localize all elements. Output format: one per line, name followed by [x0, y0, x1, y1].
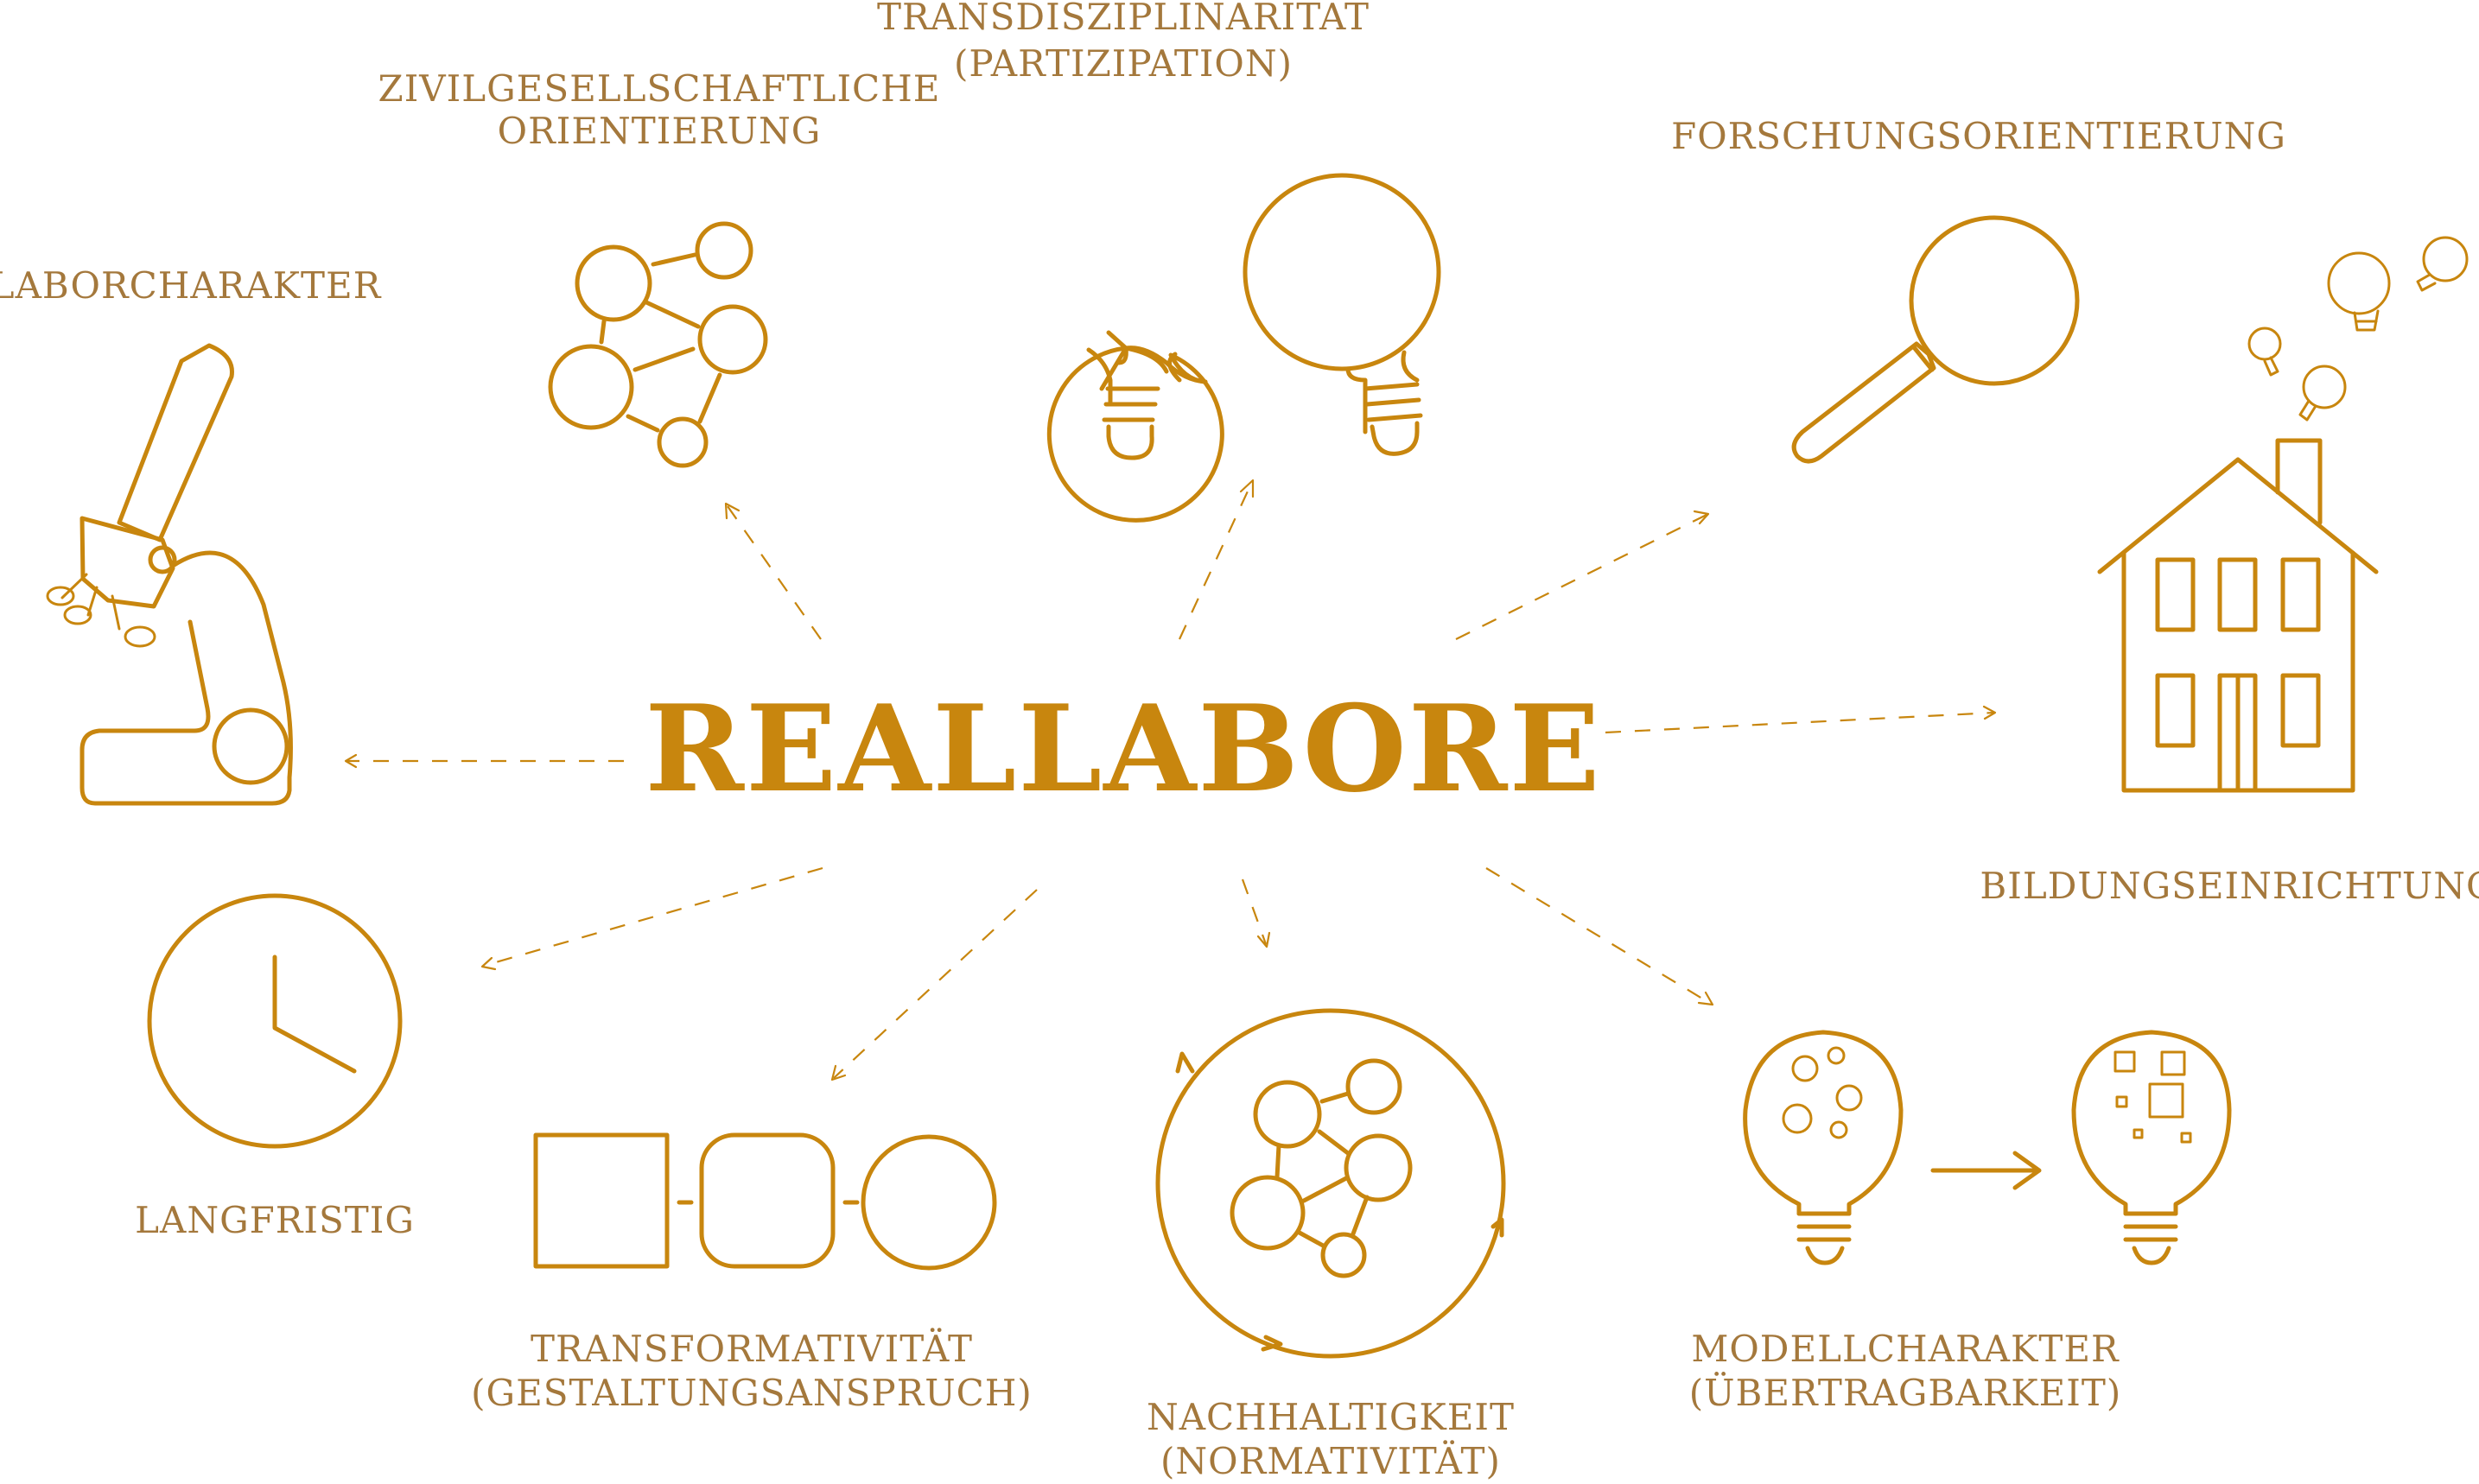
- network-icon: [548, 221, 768, 468]
- overlapping-lightbulbs-icon: [1046, 173, 1441, 523]
- label-zivil-line1: ZIVILGESELLSCHAFTLICHE: [378, 67, 941, 110]
- clock-icon: [147, 893, 403, 1149]
- label-zivil-line2: ORIENTIERUNG: [498, 110, 822, 152]
- label-modell-line1: MODELLCHARAKTER: [1691, 1328, 2120, 1370]
- shape-transformation-icon: [533, 1132, 997, 1271]
- arrow-to-langfristig: [480, 866, 823, 971]
- arrow-to-nachhaltig: [1241, 878, 1271, 948]
- label-transformativ-line1: TRANSFORMATIVITÄT: [531, 1327, 973, 1370]
- label-trans-line2: (PARTIZIPATION): [954, 42, 1293, 85]
- bulb-bases: [1086, 347, 1423, 460]
- arrow-to-transformativ: [830, 889, 1038, 1081]
- arrow-to-zivil: [724, 502, 822, 640]
- center-title: REALLABORE: [645, 678, 1601, 819]
- arrow-to-trans: [1179, 479, 1255, 640]
- house-icon: [2097, 438, 2379, 793]
- label-laborcharakter: LABORCHARAKTER: [0, 264, 382, 307]
- microscope-icon: [46, 343, 293, 806]
- magnifier-icon: [1791, 215, 2080, 464]
- label-nachhaltig-line2: (NORMATIVITÄT): [1160, 1439, 1501, 1482]
- small-lightbulbs-icon: [2247, 236, 2469, 422]
- label-modell-line2: (ÜBERTRAGBARKEIT): [1689, 1371, 2122, 1414]
- label-forschung: FORSCHUNGSORIENTIERUNG: [1671, 115, 2286, 157]
- arrow-to-laborcharakter: [344, 753, 624, 769]
- arrow-to-bildung: [1605, 705, 1997, 734]
- connector-arrows: [344, 479, 1997, 1081]
- label-langfristig: LANGFRISTIG: [135, 1199, 415, 1241]
- label-transformativ-line2: (GESTALTUNGSANSPRUCH): [471, 1372, 1033, 1414]
- arrow-to-forschung: [1455, 510, 1710, 640]
- label-bildung: BILDUNGSEINRICHTUNG: [1980, 865, 2479, 907]
- label-nachhaltig-line1: NACHHALTIGKEIT: [1147, 1396, 1515, 1438]
- lightbulb-transfer-icon: [1743, 1030, 2232, 1265]
- arrow-to-modell: [1485, 867, 1714, 1006]
- label-trans-line1: TRANSDISZIPLINARITÄT: [877, 0, 1370, 38]
- cycle-network-icon: [1155, 1008, 1506, 1359]
